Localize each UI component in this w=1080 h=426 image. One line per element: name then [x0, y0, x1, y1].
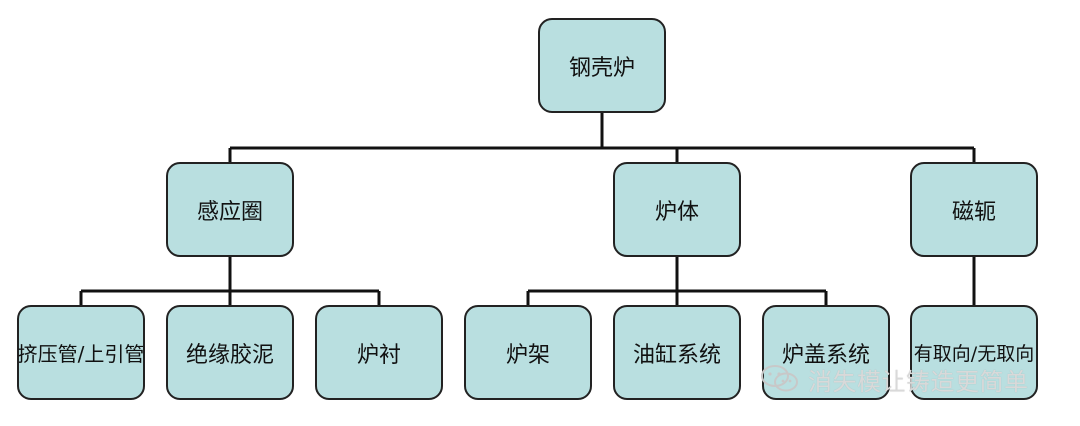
node-induction-coil: 感应圈	[166, 162, 294, 257]
node-squeeze-tube: 挤压管/上引管	[17, 305, 145, 400]
node-frame: 炉架	[464, 305, 592, 400]
node-furnace-body: 炉体	[613, 162, 741, 257]
node-root: 钢壳炉	[538, 18, 666, 113]
wechat-icon	[761, 365, 798, 392]
node-orientation: 有取向/无取向	[910, 305, 1038, 400]
node-yoke: 磁轭	[910, 162, 1038, 257]
node-insulation-mud: 绝缘胶泥	[166, 305, 294, 400]
watermark-text: 消失模让铸造更简单	[808, 367, 1029, 396]
node-lining: 炉衬	[315, 305, 443, 400]
watermark: 消失模让铸造更简单	[760, 362, 1029, 396]
node-cylinder-system: 油缸系统	[613, 305, 741, 400]
